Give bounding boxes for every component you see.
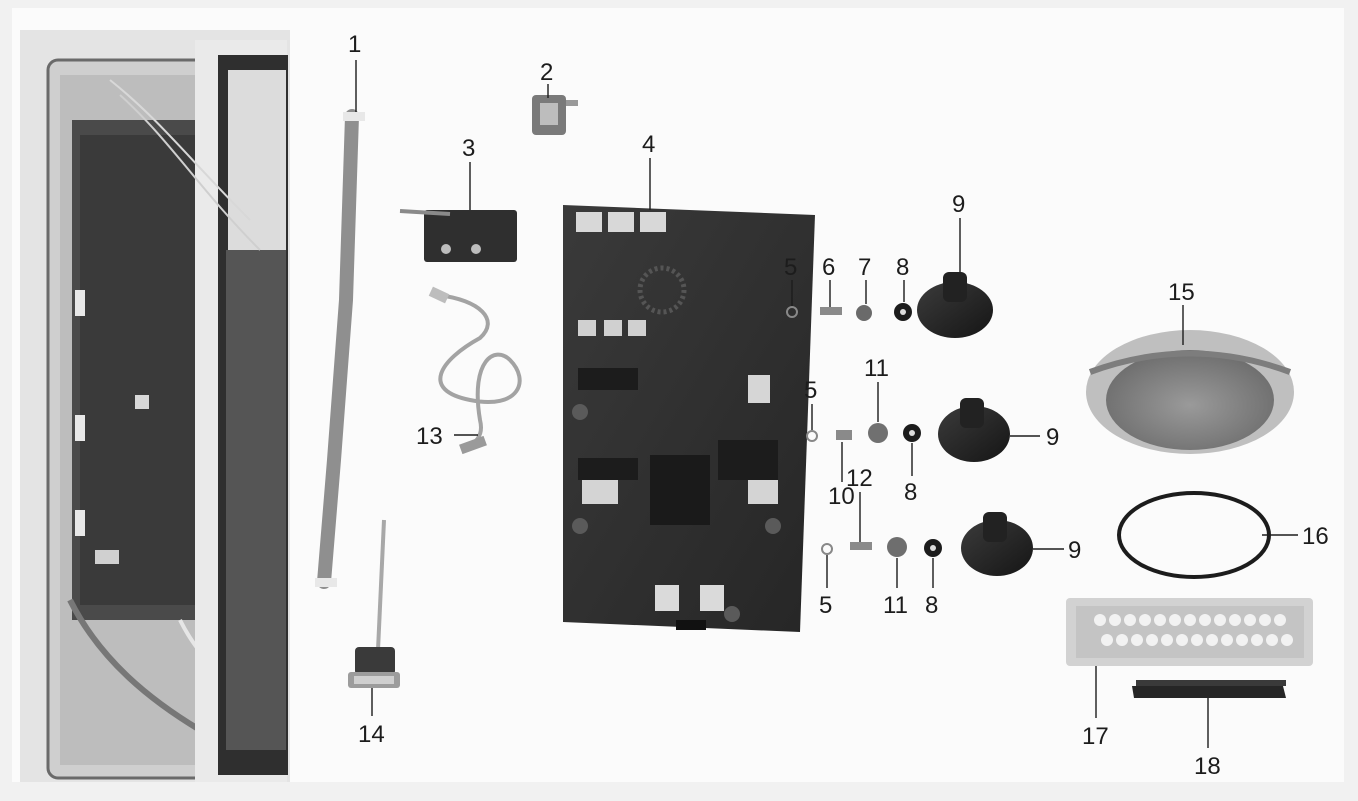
main-pcb xyxy=(563,205,815,632)
serial-connector xyxy=(348,519,400,688)
callout-3: 3 xyxy=(462,135,475,162)
relay-part xyxy=(532,95,578,135)
callout-labels: 1 2 3 4 5 6 7 8 9 15 5 11 9 13 10 8 12 1… xyxy=(348,31,1329,780)
callout-14: 14 xyxy=(358,721,385,748)
callout-18: 18 xyxy=(1194,753,1221,780)
callout-8: 8 xyxy=(904,479,917,506)
assembled-door-photo xyxy=(20,30,290,782)
callout-5: 5 xyxy=(804,377,817,404)
callout-12: 12 xyxy=(846,465,873,492)
callout-16: 16 xyxy=(1302,523,1329,550)
callout-13: 13 xyxy=(416,423,443,450)
callout-11: 11 xyxy=(883,592,908,619)
o-ring xyxy=(1117,491,1271,579)
callout-4: 4 xyxy=(642,131,655,158)
callout-15: 15 xyxy=(1168,279,1195,306)
callout-5: 5 xyxy=(784,254,797,281)
micro-switch xyxy=(399,209,517,262)
callout-2: 2 xyxy=(540,59,553,86)
callout-5: 5 xyxy=(819,592,832,619)
callout-9: 9 xyxy=(1046,424,1059,451)
callout-10: 10 xyxy=(828,483,855,510)
callout-6: 6 xyxy=(822,254,835,281)
callout-8: 8 xyxy=(925,592,938,619)
usb-cable xyxy=(428,286,522,455)
knob-assembly-bottom xyxy=(821,512,1033,576)
callout-9: 9 xyxy=(1068,537,1081,564)
callout-1: 1 xyxy=(348,31,361,58)
ribbon-cable xyxy=(315,109,365,589)
callout-8: 8 xyxy=(896,254,909,281)
callout-9: 9 xyxy=(952,191,965,218)
knob-assembly-top xyxy=(786,272,993,338)
leader-lines xyxy=(355,60,1298,748)
knob-assembly-middle xyxy=(806,398,1010,462)
perforated-plate xyxy=(1066,598,1313,666)
filter-dome xyxy=(1086,330,1294,454)
callout-17: 17 xyxy=(1082,723,1109,750)
strip-bar xyxy=(1132,680,1286,698)
callout-11: 11 xyxy=(864,355,889,382)
callout-7: 7 xyxy=(858,254,871,281)
